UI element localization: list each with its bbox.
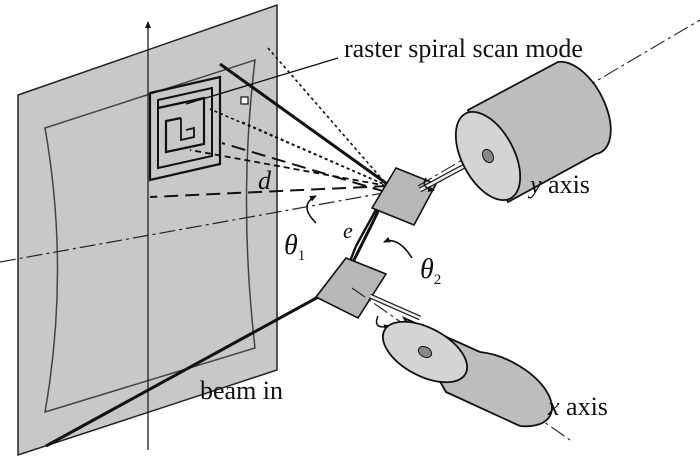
- spiral-scan-pattern: [148, 75, 249, 182]
- x-axis-galvo: [314, 257, 571, 441]
- beam-path: [45, 62, 392, 448]
- x-axis-word: axis: [559, 392, 608, 421]
- y-axis-galvo: [370, 19, 700, 227]
- beam-fan: [149, 47, 389, 198]
- x-axis-variable: x: [548, 392, 560, 421]
- y-axis-word: axis: [541, 170, 590, 199]
- separation-label: e: [343, 218, 353, 243]
- screen-axes: [0, 21, 401, 450]
- y-axis-variable: y: [530, 170, 542, 199]
- theta1-subscript: 1: [297, 248, 306, 264]
- x-axis-label: x axis: [548, 394, 608, 420]
- theta1-label: θ1: [284, 232, 305, 264]
- distance-label: d: [258, 166, 271, 195]
- beam-in-label: beam in: [200, 376, 284, 405]
- theta1-symbol: θ: [284, 230, 298, 261]
- scan-mode-leader: [185, 57, 339, 105]
- theta2-label: θ2: [420, 256, 441, 288]
- theta2-symbol: θ: [420, 254, 434, 285]
- scan-mode-label: raster spiral scan mode: [344, 34, 583, 63]
- theta2-subscript: 2: [433, 272, 442, 288]
- y-axis-label: y axis: [530, 172, 590, 198]
- angle-arrows: [306, 195, 413, 259]
